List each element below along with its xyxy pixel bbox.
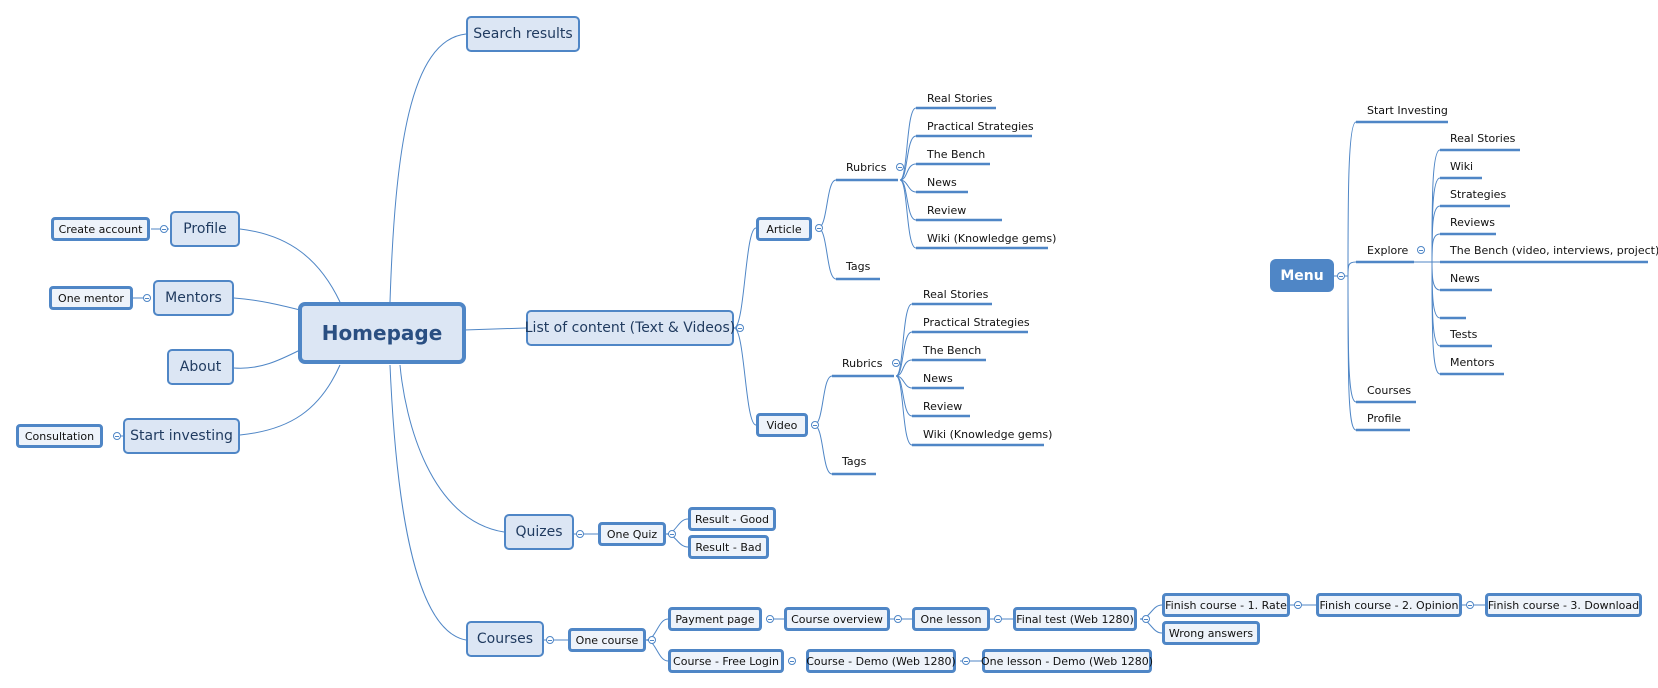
explore-item[interactable]: Mentors xyxy=(1450,356,1495,369)
homepage-node[interactable]: Homepage xyxy=(298,302,466,364)
one-lesson-node[interactable]: One lesson xyxy=(912,607,990,631)
collapse-icon[interactable] xyxy=(962,657,970,665)
menu-explore[interactable]: Explore xyxy=(1367,244,1409,257)
course-free-login-node[interactable]: Course - Free Login xyxy=(668,649,784,673)
collapse-icon[interactable] xyxy=(815,224,823,232)
result-good-node[interactable]: Result - Good xyxy=(688,507,776,531)
one-mentor-node[interactable]: One mentor xyxy=(49,286,133,310)
collapse-icon[interactable] xyxy=(143,294,151,302)
collapse-icon[interactable] xyxy=(576,530,584,538)
payment-page-node[interactable]: Payment page xyxy=(668,607,762,631)
finish-course-rate-node[interactable]: Finish course - 1. Rate xyxy=(1162,593,1290,617)
menu-start-investing[interactable]: Start Investing xyxy=(1367,104,1448,117)
video-rubrics[interactable]: Rubrics xyxy=(842,357,883,370)
explore-item[interactable]: Reviews xyxy=(1450,216,1495,229)
about-node[interactable]: About xyxy=(167,349,234,385)
courses-node[interactable]: Courses xyxy=(466,621,544,657)
article-node[interactable]: Article xyxy=(756,217,812,241)
finish-course-opinion-node[interactable]: Finish course - 2. Opinion xyxy=(1316,593,1462,617)
collapse-icon[interactable] xyxy=(546,636,554,644)
mentors-node[interactable]: Mentors xyxy=(153,280,234,316)
search-results-node[interactable]: Search results xyxy=(466,16,580,52)
collapse-icon[interactable] xyxy=(1466,601,1474,609)
collapse-icon[interactable] xyxy=(892,359,900,367)
create-account-node[interactable]: Create account xyxy=(51,217,150,241)
result-bad-node[interactable]: Result - Bad xyxy=(688,535,769,559)
course-demo-node[interactable]: Course - Demo (Web 1280) xyxy=(806,649,956,673)
collapse-icon[interactable] xyxy=(1417,246,1425,254)
video-item[interactable]: Review xyxy=(923,400,963,413)
menu-courses[interactable]: Courses xyxy=(1367,384,1412,397)
explore-item[interactable]: Real Stories xyxy=(1450,132,1516,145)
video-item[interactable]: News xyxy=(923,372,953,385)
collapse-icon[interactable] xyxy=(736,324,744,332)
video-item[interactable]: The Bench xyxy=(923,344,982,357)
collapse-icon[interactable] xyxy=(1142,615,1150,623)
collapse-icon[interactable] xyxy=(160,225,168,233)
article-tags[interactable]: Tags xyxy=(846,260,871,273)
final-test-node[interactable]: Final test (Web 1280) xyxy=(1013,607,1137,631)
explore-item[interactable]: Strategies xyxy=(1450,188,1507,201)
menu-profile[interactable]: Profile xyxy=(1367,412,1402,425)
wrong-answers-node[interactable]: Wrong answers xyxy=(1162,621,1260,645)
collapse-icon[interactable] xyxy=(1337,272,1345,280)
article-item[interactable]: Practical Strategies xyxy=(927,120,1034,133)
article-item[interactable]: The Bench xyxy=(927,148,986,161)
profile-node[interactable]: Profile xyxy=(170,211,240,247)
one-course-node[interactable]: One course xyxy=(568,628,646,652)
article-item[interactable]: Review xyxy=(927,204,967,217)
one-quiz-node[interactable]: One Quiz xyxy=(598,522,666,546)
article-item[interactable]: Real Stories xyxy=(927,92,993,105)
video-item[interactable]: Practical Strategies xyxy=(923,316,1030,329)
explore-item[interactable]: Wiki xyxy=(1450,160,1474,173)
collapse-icon[interactable] xyxy=(648,636,656,644)
list-of-content-node[interactable]: List of content (Text & Videos) xyxy=(525,310,735,346)
quizes-node[interactable]: Quizes xyxy=(504,514,574,550)
article-item[interactable]: News xyxy=(927,176,957,189)
collapse-icon[interactable] xyxy=(896,163,904,171)
course-overview-node[interactable]: Course overview xyxy=(784,607,890,631)
video-tags[interactable]: Tags xyxy=(842,455,867,468)
collapse-icon[interactable] xyxy=(811,421,819,429)
explore-item[interactable]: The Bench (video, interviews, project) xyxy=(1450,244,1658,257)
consultation-node[interactable]: Consultation xyxy=(16,424,103,448)
video-node[interactable]: Video xyxy=(756,413,808,437)
one-lesson-demo-node[interactable]: One lesson - Demo (Web 1280) xyxy=(981,649,1153,673)
explore-item[interactable]: Tests xyxy=(1450,328,1478,341)
finish-course-download-node[interactable]: Finish course - 3. Download xyxy=(1485,593,1642,617)
video-item[interactable]: Wiki (Knowledge gems) xyxy=(923,428,1053,441)
article-rubrics[interactable]: Rubrics xyxy=(846,161,887,174)
menu-node[interactable]: Menu xyxy=(1270,259,1334,292)
collapse-icon[interactable] xyxy=(1294,601,1302,609)
start-investing-node[interactable]: Start investing xyxy=(123,418,240,454)
collapse-icon[interactable] xyxy=(113,432,121,440)
article-item[interactable]: Wiki (Knowledge gems) xyxy=(927,232,1057,245)
collapse-icon[interactable] xyxy=(894,615,902,623)
collapse-icon[interactable] xyxy=(668,530,676,538)
collapse-icon[interactable] xyxy=(994,615,1002,623)
collapse-icon[interactable] xyxy=(766,615,774,623)
collapse-icon[interactable] xyxy=(788,657,796,665)
video-item[interactable]: Real Stories xyxy=(923,288,989,301)
explore-item[interactable]: News xyxy=(1450,272,1480,285)
